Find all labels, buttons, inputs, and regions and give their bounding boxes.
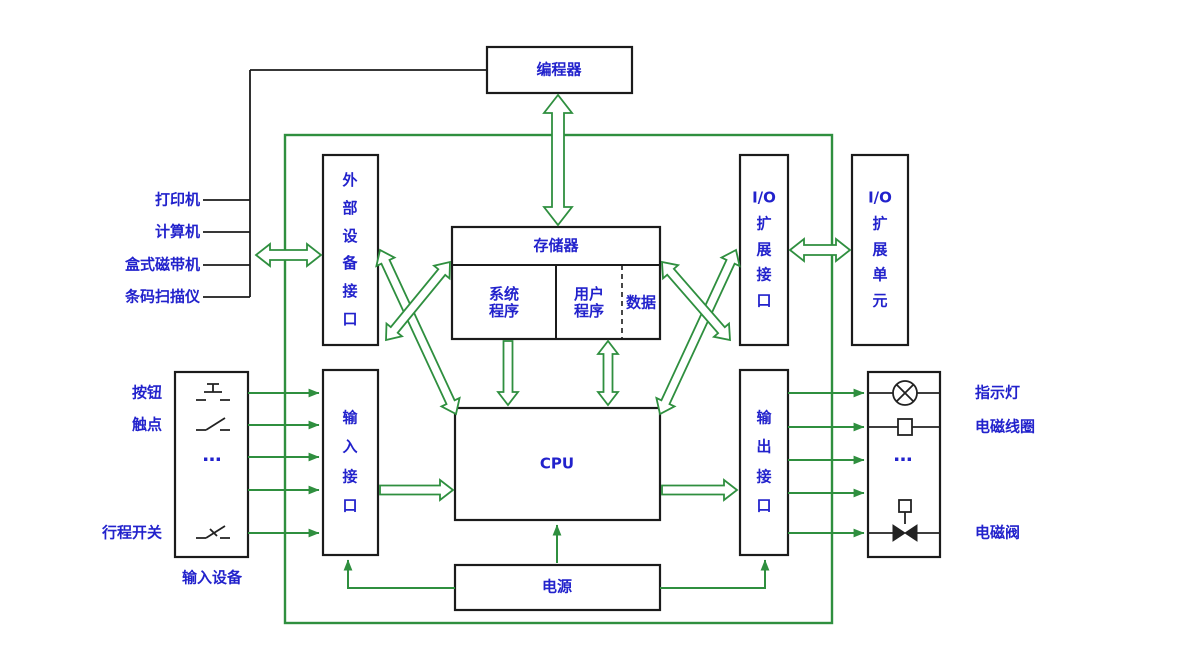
input-devices-box [173,370,250,559]
component-boxes [173,45,942,612]
programmer-memory-bus [542,93,574,227]
limit-switch-icon [196,525,230,539]
signal-arrow [343,559,455,589]
power-box [453,563,662,612]
cpu-outputif-arrow [661,478,739,502]
bus-arrows [254,93,852,502]
extif-memory-bus [385,260,451,342]
io-expansion-bus [788,237,852,263]
userdata-cpu-bus [596,339,620,407]
contact-icon [196,417,230,431]
expif-cpu-bus [655,248,741,416]
solenoid-coil-icon [868,418,940,436]
io-expansion-interface-box [738,153,790,347]
pushbutton-icon [196,383,230,401]
indicator-lamp-icon [868,380,940,406]
programmer-box [485,45,634,95]
ext-device-interface-box [321,153,380,347]
signal-arrow [660,559,770,589]
external-devices-bus [254,242,323,268]
device-symbols [196,380,940,542]
signal-arrows [248,388,865,589]
output-devices-box [866,370,942,559]
sysprog-cpu-arrow [496,340,520,407]
expif-memory-bus [661,260,731,342]
cpu-box [453,406,662,522]
input-interface-box [321,368,380,557]
io-expansion-unit-box [850,153,910,347]
extif-cpu-bus [375,248,461,416]
connector-lines [203,69,486,298]
output-interface-box [738,368,790,557]
inputif-cpu-arrow [379,478,455,502]
solenoid-valve-icon [868,499,940,542]
